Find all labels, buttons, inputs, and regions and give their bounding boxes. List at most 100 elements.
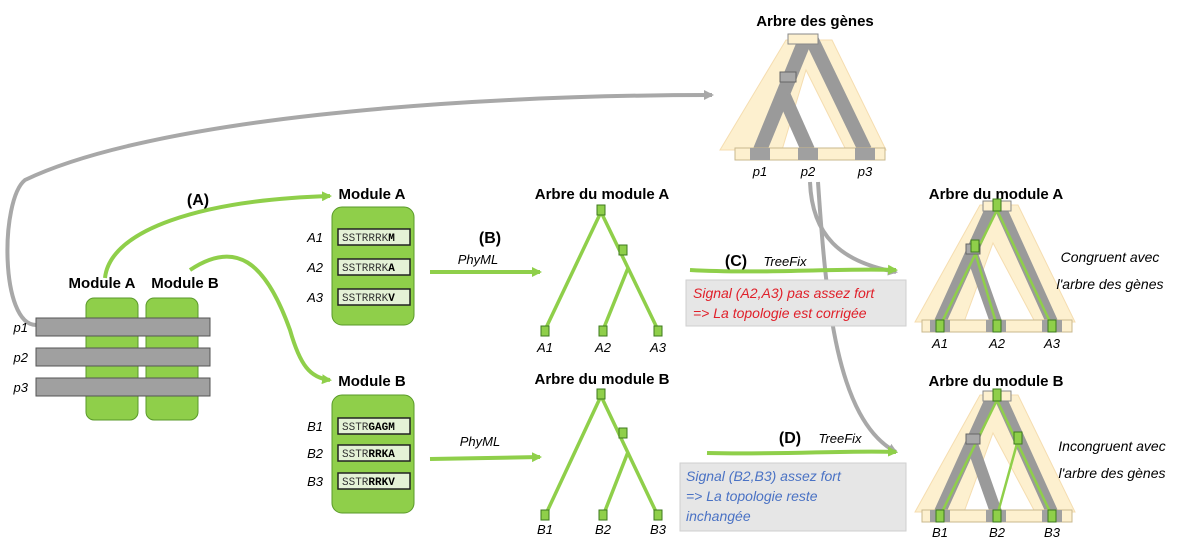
result-leaf-label: A3: [1043, 336, 1061, 351]
seq-id: B3: [307, 474, 324, 489]
tree-leaf-label: B2: [595, 522, 612, 537]
tree-leaf: [1047, 319, 1057, 333]
congruent-label: l'arbre des gènes: [1057, 276, 1164, 292]
note-d-box: [679, 462, 907, 532]
module-b-alignment: Module B B1 B2 B3 SSTRGAGM SSTRRRKA SSTR…: [307, 373, 415, 514]
protein-label: p2: [13, 350, 29, 365]
result-leaf-label: A1: [931, 336, 948, 351]
sequence: SSTRRRKA: [342, 263, 395, 275]
tree-leaf: [540, 509, 550, 521]
tree-leaf-label: A3: [649, 340, 667, 355]
tree-node: [992, 198, 1002, 212]
result-leaf-label: B1: [932, 525, 948, 540]
gene-tree-arrow: [5, 90, 714, 327]
sequence: SSTRGAGM: [342, 422, 395, 434]
seq-box: [337, 444, 411, 462]
tree-leaf: [653, 325, 663, 337]
result-tree-b: Arbre du module B B1 B2 B3: [914, 373, 1076, 540]
gene-leaf-label: p3: [857, 164, 873, 179]
step-a-arrow-module-b: [188, 254, 332, 385]
tree-node: [992, 388, 1002, 402]
tree-node: [618, 427, 628, 439]
note-d-line: inchangée: [686, 508, 751, 524]
note-c-line: Signal (A2,A3) pas assez fort: [693, 285, 875, 301]
step-d-label: (D): [779, 430, 801, 447]
phyml-label: PhyML: [460, 434, 500, 449]
seq-id: A3: [306, 290, 324, 305]
step-a-label: (A): [187, 192, 209, 209]
phyml-label: PhyML: [458, 252, 498, 267]
tree-leaf: [540, 325, 550, 337]
module-b-title: Module B: [338, 373, 406, 390]
incongruent-label: l'arbre des gènes: [1059, 465, 1166, 481]
gene-leaf-box: [798, 148, 818, 160]
gene-leaf-box: [750, 148, 770, 160]
sequence: SSTRRRKV: [342, 293, 395, 305]
gene-tree-title: Arbre des gènes: [756, 13, 874, 30]
note-d-line: Signal (B2,B3) assez fort: [686, 468, 842, 484]
seq-box: [337, 258, 411, 276]
tree-leaf-label: B1: [537, 522, 553, 537]
treefix-arrow-c: [689, 264, 898, 275]
congruent-label: Congruent avec: [1061, 249, 1160, 265]
gene-to-result-b-arrow: [816, 181, 898, 454]
step-a-arrow-module-a: [103, 191, 332, 279]
seq-box: [337, 472, 411, 490]
gene-tree-branches: [753, 36, 872, 154]
module-a-title: Module A: [339, 186, 406, 203]
gene-leaf-label: p2: [800, 164, 816, 179]
tree-leaf: [935, 509, 945, 523]
note-d-line: => La topologie reste: [686, 488, 818, 504]
tree-leaf-label: B3: [650, 522, 667, 537]
tree-leaf-label: A2: [594, 340, 612, 355]
tree-b-title: Arbre du module B: [534, 371, 669, 388]
result-b-title: Arbre du module B: [928, 373, 1063, 390]
module-b-label: Module B: [151, 275, 219, 292]
seq-id: B2: [307, 446, 324, 461]
treefix-label: TreeFix: [763, 254, 807, 269]
seq-box: [337, 417, 411, 435]
phyml-arrow-b: [429, 452, 542, 463]
tree-leaf: [598, 509, 608, 521]
protein-label: p1: [13, 320, 28, 335]
tree-node: [965, 433, 981, 445]
protein-bar-p3: [35, 377, 211, 397]
tree-node: [1013, 431, 1023, 445]
tree-leaf: [992, 319, 1002, 333]
gene-leaf-box: [855, 148, 875, 160]
incongruent-label: Incongruent avec: [1058, 438, 1165, 454]
sequence: SSTRRRKA: [342, 449, 395, 461]
treefix-arrow-d: [706, 446, 898, 457]
seq-id: A1: [306, 230, 323, 245]
seq-id: B1: [307, 419, 323, 434]
step-c-label: (C): [725, 253, 747, 270]
tree-node: [596, 204, 606, 216]
protein-modules: Module A Module B p1 p2 p3: [13, 275, 219, 421]
result-leaf-label: A2: [988, 336, 1006, 351]
seq-box: [337, 228, 411, 246]
step-b-label: (B): [479, 230, 501, 247]
note-c-box: [685, 279, 907, 327]
tree-a-title: Arbre du module A: [535, 186, 670, 203]
protein-bar-p2: [35, 347, 211, 367]
tree-leaf: [935, 319, 945, 333]
seq-box: [337, 288, 411, 306]
gene-tree: Arbre des gènes p1 p2 p3: [719, 13, 887, 179]
sequence: SSTRRRKV: [342, 477, 395, 489]
result-leaf-label: B2: [989, 525, 1006, 540]
tree-leaf: [653, 509, 663, 521]
note-c-line: => La topologie est corrigée: [693, 305, 867, 321]
module-a-alignment: Module A A1 A2 A3 SSTRRRKM SSTRRRKA SSTR…: [306, 186, 415, 326]
gene-tree-root: [787, 33, 819, 45]
protein-label: p3: [13, 380, 29, 395]
treefix-label: TreeFix: [818, 431, 862, 446]
result-tree-a: Arbre du module A A1 A2 A3: [914, 186, 1076, 351]
module-a-label: Module A: [69, 275, 136, 292]
tree-leaf: [1047, 509, 1057, 523]
module-a-tree: Arbre du module A A1 A2 A3: [535, 186, 670, 355]
result-a-title: Arbre du module A: [929, 186, 1064, 203]
tree-leaf: [598, 325, 608, 337]
seq-id: A2: [306, 260, 324, 275]
protein-bar-p1: [35, 317, 211, 337]
gene-tree-node: [779, 71, 797, 83]
